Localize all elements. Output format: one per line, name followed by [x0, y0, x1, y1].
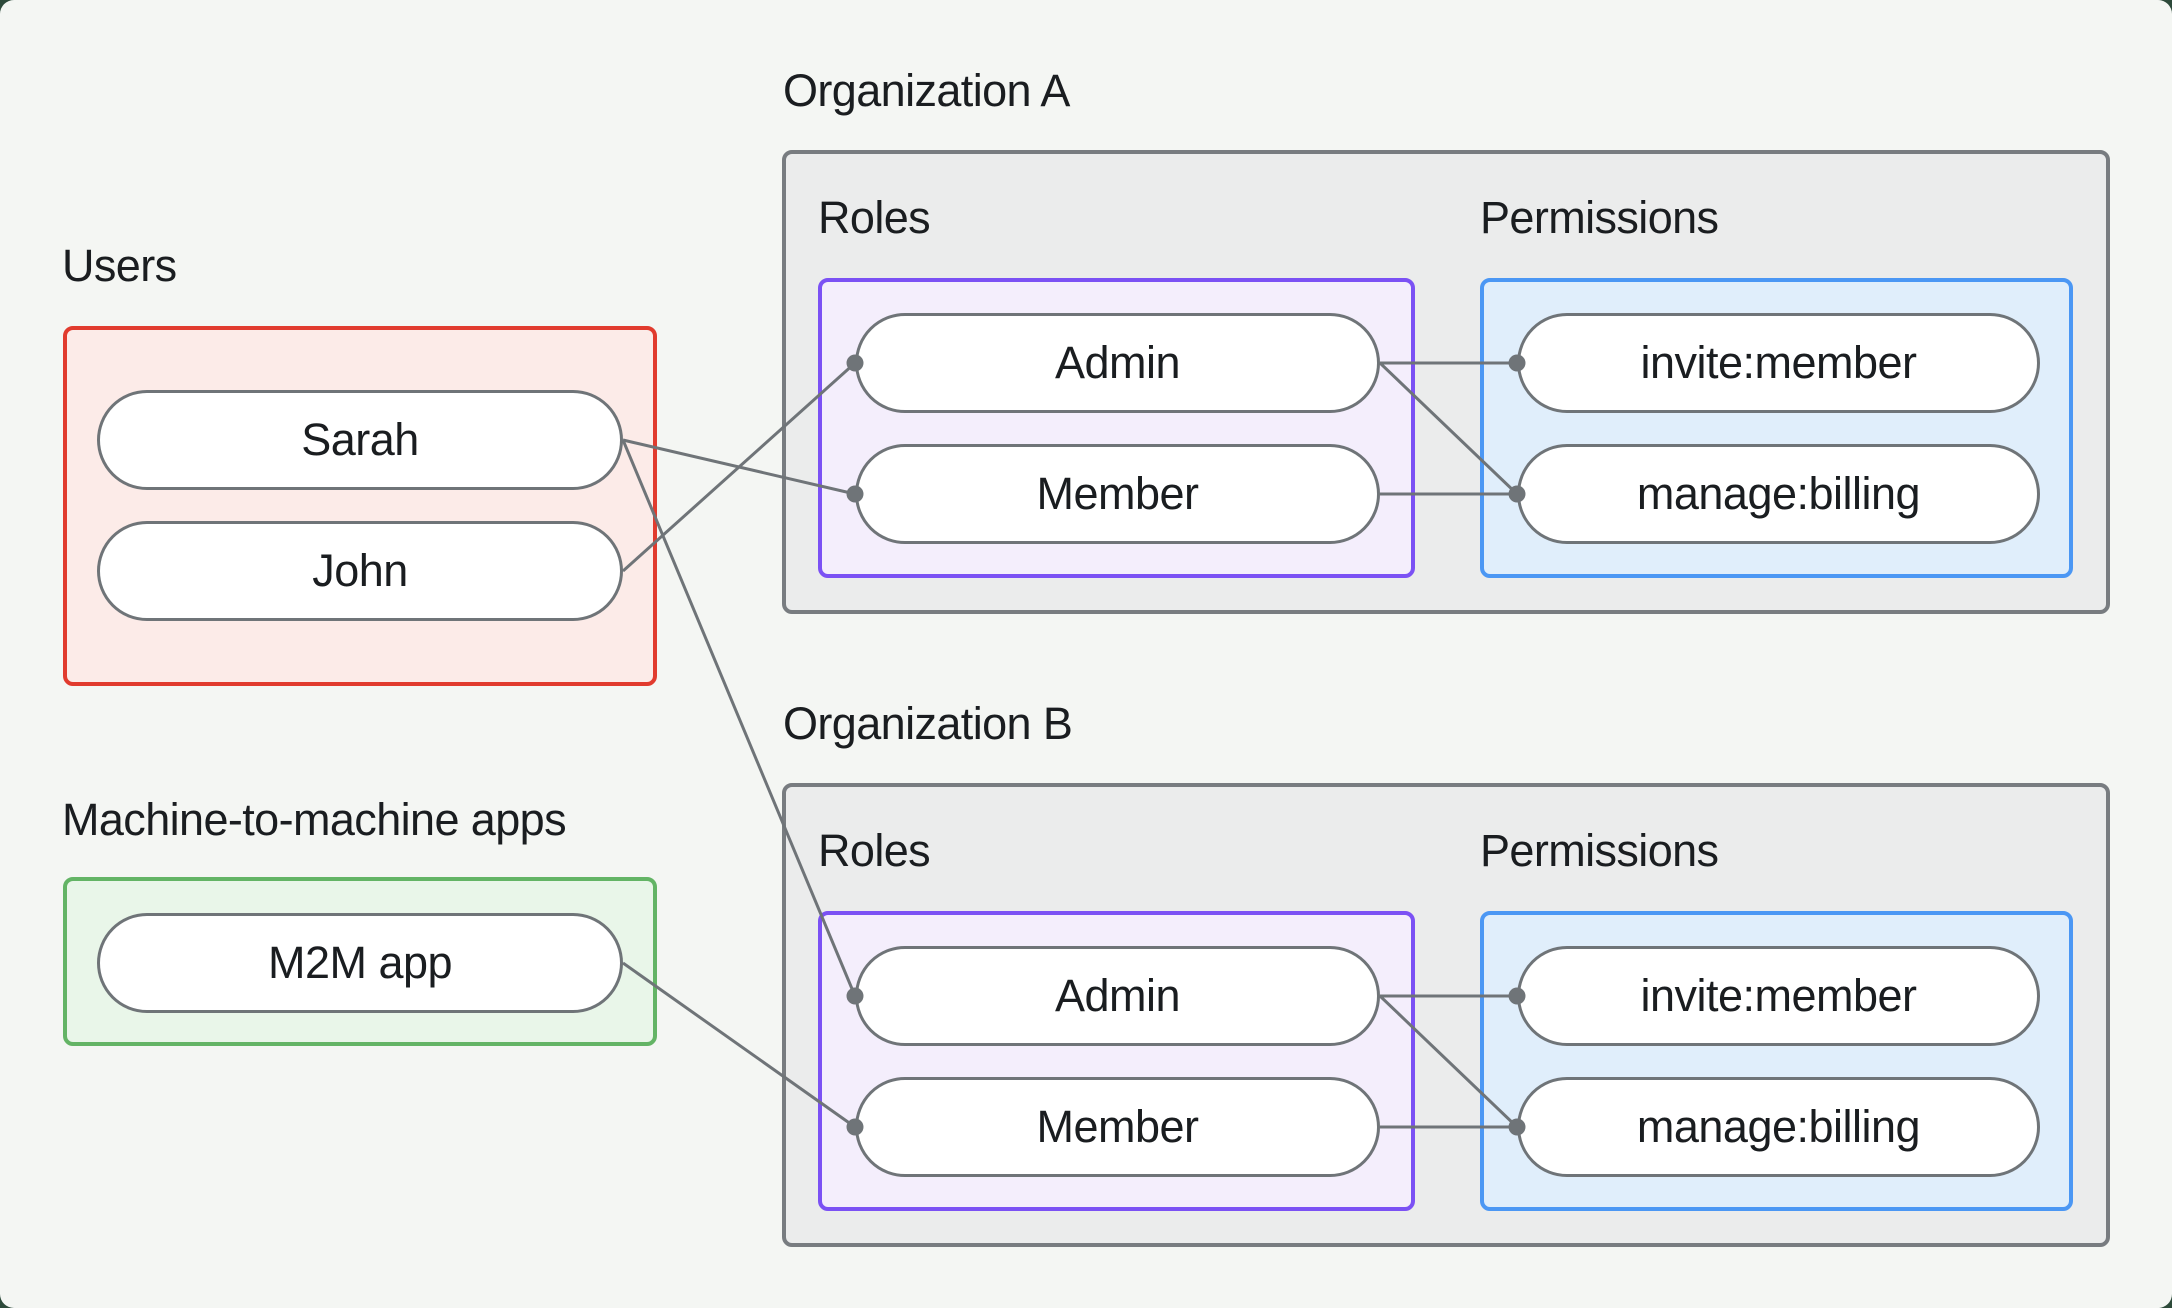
org-a-roles-box: Admin Member	[818, 278, 1415, 578]
m2m-group-box: M2M app	[63, 877, 657, 1046]
org-a-permission-pill-invite-member: invite:member	[1517, 313, 2040, 413]
org-a-permission-invite-label: invite:member	[1640, 337, 1917, 388]
org-b-role-admin-label: Admin	[1054, 970, 1181, 1021]
org-b-roles-label: Roles	[818, 825, 931, 876]
org-b-role-pill-member: Member	[855, 1077, 1380, 1177]
org-a-roles-label: Roles	[818, 192, 931, 243]
org-a-role-admin-label: Admin	[1054, 337, 1181, 388]
org-a-permissions-label: Permissions	[1480, 192, 1719, 243]
users-group-label: Users	[62, 240, 177, 291]
org-a-role-pill-admin: Admin	[855, 313, 1380, 413]
m2m-app-pill-label: M2M app	[267, 937, 453, 988]
org-a-box: Roles Permissions Admin Member invite:me…	[782, 150, 2110, 614]
user-pill-sarah: Sarah	[97, 390, 623, 490]
org-b-permission-manage-label: manage:billing	[1636, 1101, 1921, 1152]
user-pill-john: John	[97, 521, 623, 621]
org-b-label: Organization B	[783, 698, 1073, 749]
org-a-label: Organization A	[783, 65, 1070, 116]
users-group-box: Sarah John	[63, 326, 657, 686]
user-pill-sarah-label: Sarah	[301, 414, 419, 465]
org-a-permission-pill-manage-billing: manage:billing	[1517, 444, 2040, 544]
org-a-role-pill-member: Member	[855, 444, 1380, 544]
org-a-permission-manage-label: manage:billing	[1636, 468, 1921, 519]
org-b-permissions-label: Permissions	[1480, 825, 1719, 876]
org-b-permission-invite-label: invite:member	[1640, 970, 1917, 1021]
org-a-role-member-label: Member	[1036, 468, 1199, 519]
org-b-permission-pill-invite-member: invite:member	[1517, 946, 2040, 1046]
m2m-app-pill: M2M app	[97, 913, 623, 1013]
org-b-box: Roles Permissions Admin Member invite:me…	[782, 783, 2110, 1247]
org-a-permissions-box: invite:member manage:billing	[1480, 278, 2073, 578]
org-b-permissions-box: invite:member manage:billing	[1480, 911, 2073, 1211]
org-b-permission-pill-manage-billing: manage:billing	[1517, 1077, 2040, 1177]
org-b-role-member-label: Member	[1036, 1101, 1199, 1152]
org-b-roles-box: Admin Member	[818, 911, 1415, 1211]
org-b-role-pill-admin: Admin	[855, 946, 1380, 1046]
m2m-group-label: Machine-to-machine apps	[62, 794, 567, 845]
user-pill-john-label: John	[312, 545, 408, 596]
